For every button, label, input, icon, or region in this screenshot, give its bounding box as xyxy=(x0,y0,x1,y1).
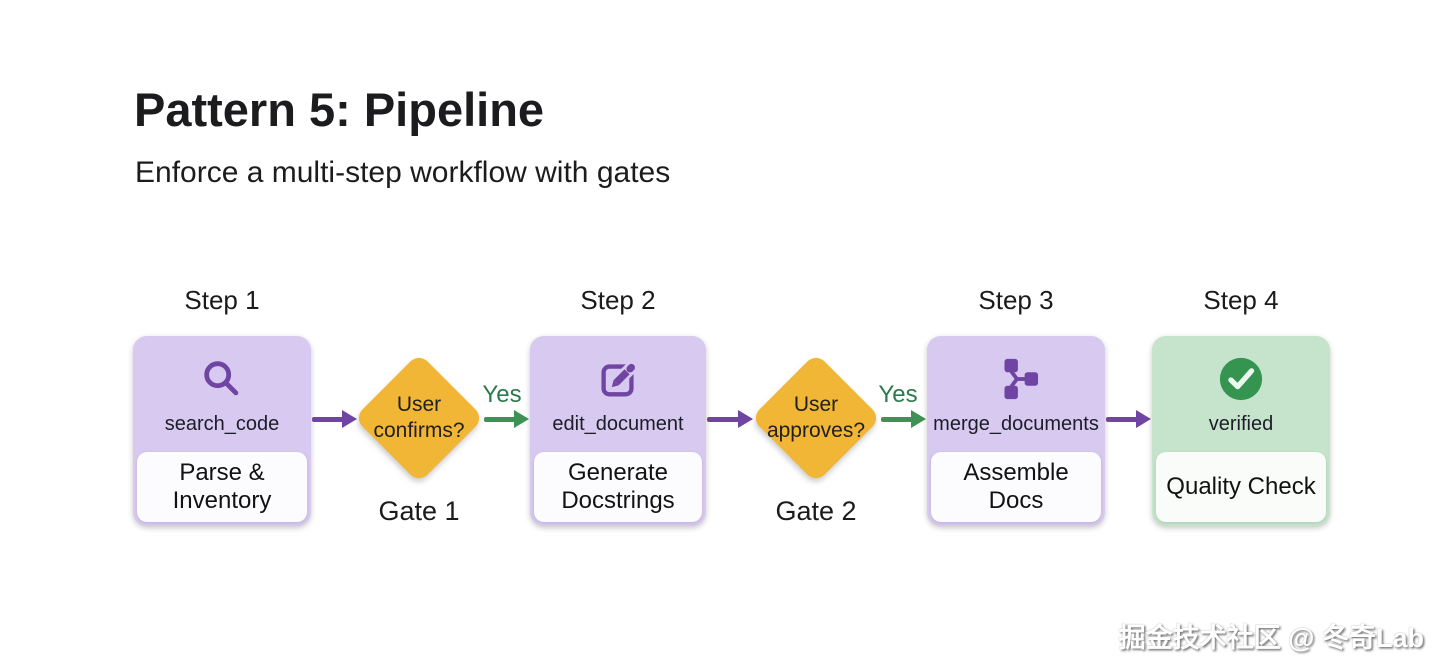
check-circle-icon xyxy=(1218,356,1264,402)
page-subtitle: Enforce a multi-step workflow with gates xyxy=(135,156,671,189)
task-label: Generate Docstrings xyxy=(534,452,702,522)
gate-2-yes-label: Yes xyxy=(878,381,918,408)
step-4-label: Step 4 xyxy=(1203,285,1279,315)
tool-name: edit_document xyxy=(552,413,684,435)
step-2-label: Step 2 xyxy=(580,285,656,315)
step-card-header: merge_documents xyxy=(927,336,1105,452)
gate-2-label: Gate 2 xyxy=(775,496,857,526)
tool-name: verified xyxy=(1208,413,1274,435)
step-3-label: Step 3 xyxy=(978,285,1054,315)
page-title: Pattern 5: Pipeline xyxy=(134,83,545,136)
gate-1-yes-label: Yes xyxy=(482,381,522,408)
step-card-header: verified xyxy=(1152,336,1330,452)
edit-icon xyxy=(595,356,641,402)
tool-name: search_code xyxy=(164,413,280,435)
merge-icon xyxy=(993,356,1039,402)
step-card-search-code: search_code Parse & Inventory xyxy=(133,336,311,526)
watermark: 掘金技术社区 @ 冬奇Lab xyxy=(1118,623,1424,653)
step-1-label: Step 1 xyxy=(184,285,260,315)
step-card-merge-documents: merge_documents Assemble Docs xyxy=(927,336,1105,526)
search-icon xyxy=(199,356,245,402)
step-card-header: edit_document xyxy=(530,336,706,452)
step-card-edit-document: edit_document Generate Docstrings xyxy=(530,336,706,526)
tool-name: merge_documents xyxy=(933,413,1099,435)
task-label: Quality Check xyxy=(1156,452,1326,522)
step-card-header: search_code xyxy=(133,336,311,452)
task-label: Assemble Docs xyxy=(931,452,1101,522)
task-label: Parse & Inventory xyxy=(137,452,307,522)
step-card-verified: verified Quality Check xyxy=(1152,336,1330,526)
gate-2-question: User approves? xyxy=(766,392,866,442)
gate-1-label: Gate 1 xyxy=(378,496,460,526)
gate-1-question: User confirms? xyxy=(373,392,465,442)
